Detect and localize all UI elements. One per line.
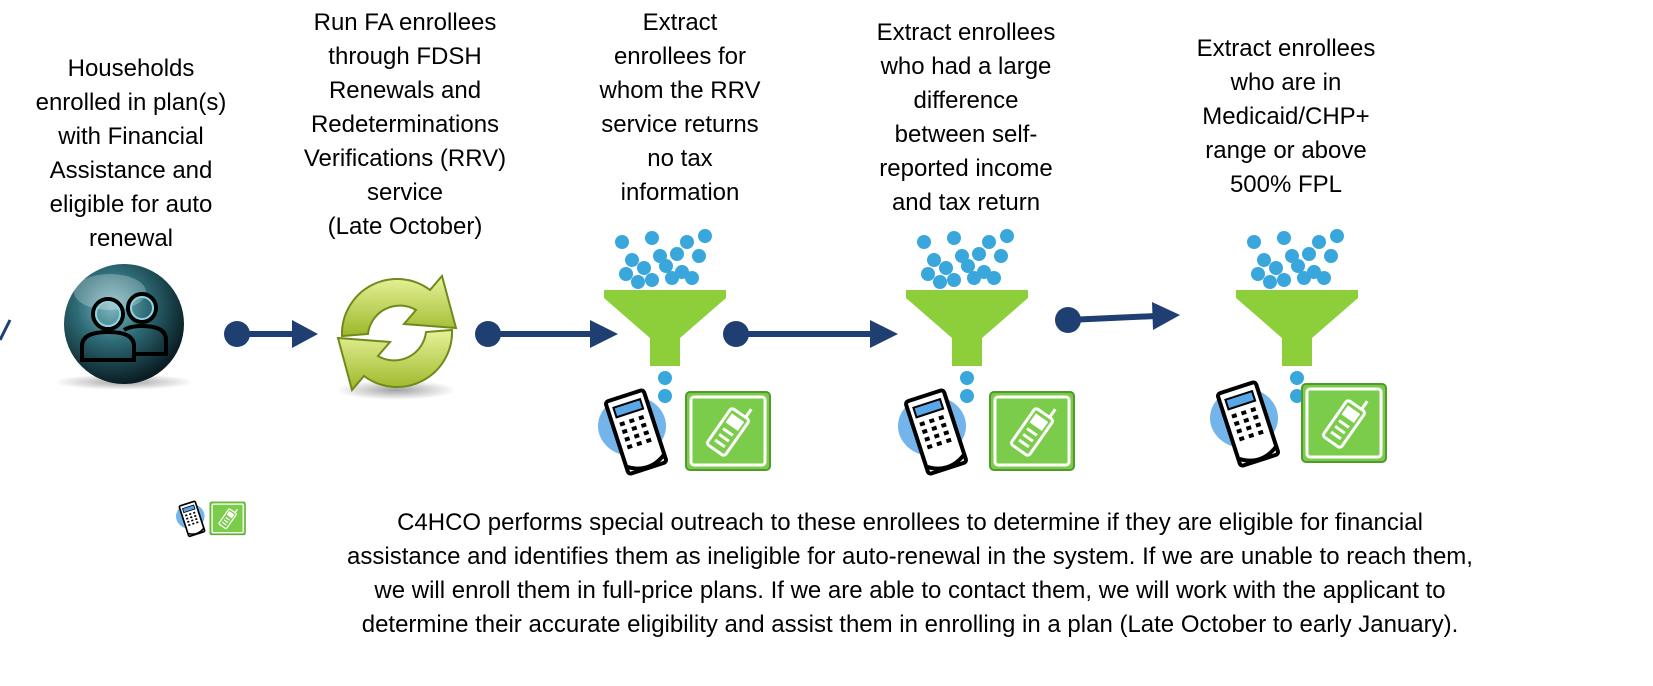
funnel-icon [604, 229, 726, 403]
arrow-3 [723, 320, 898, 348]
step-label-households: Households enrolled in plan(s) with Fina… [35, 55, 227, 252]
step-label-no-tax-info: Extract enrollees for whom the RRV servi… [599, 9, 761, 206]
arrow-2 [475, 320, 618, 348]
edge-arrow-fragment [0, 319, 12, 341]
arrow-1 [224, 320, 318, 348]
renewal-cycle-icon [336, 273, 458, 400]
fax-icon [1208, 379, 1281, 469]
outreach-note: C4HCO performs special outreach to these… [347, 509, 1473, 638]
arrow-4 [1055, 302, 1180, 333]
funnel-icon [1236, 229, 1358, 403]
step-label-medicaid-range: Extract enrollees who are in Medicaid/CH… [1196, 35, 1376, 198]
phone-icon [988, 390, 1076, 472]
phone-icon [1300, 382, 1388, 464]
step-label-rrv-service: Run FA enrollees through FDSH Renewals a… [303, 9, 507, 240]
fax-icon [596, 387, 669, 477]
funnel-icon [906, 229, 1028, 403]
step-label-income-difference: Extract enrollees who had a large differ… [876, 19, 1056, 216]
phone-icon [684, 390, 772, 472]
fax-icon [896, 387, 969, 477]
household-icon [54, 264, 194, 390]
